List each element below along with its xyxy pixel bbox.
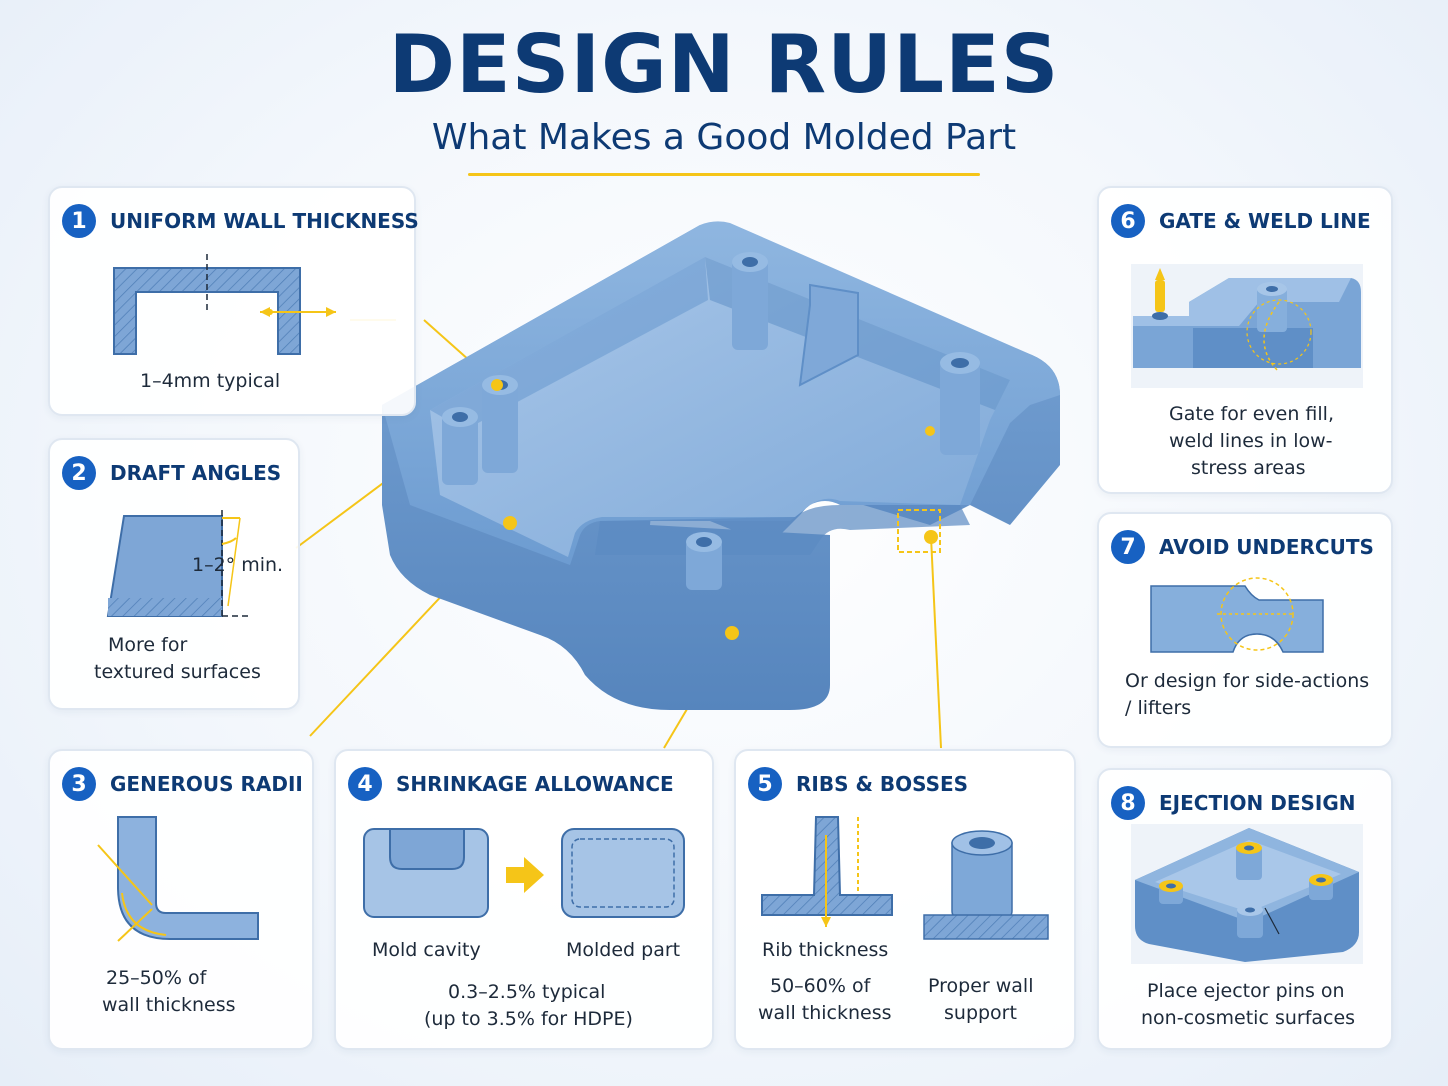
undercut-icon [1150,577,1324,653]
card-title: RIBS & BOSSES [796,772,969,796]
card-ribs-bosses: 5 RIBS & BOSSES Rib thickness 50–60% of w… [734,749,1076,1050]
card-caption-line2: textured surfaces [94,661,261,683]
card-caption-line2: / lifters [1125,697,1192,719]
card-number: 1 [62,204,96,238]
card-caption-line1: 0.3–2.5% typical [448,981,606,1003]
molded-part-illustration [382,221,1060,710]
ejector-pin-icon [1131,824,1363,964]
card-number: 3 [62,767,96,801]
title-underline [468,173,980,176]
card-number: 8 [1111,786,1145,820]
card-title: AVOID UNDERCUTS [1159,535,1374,559]
shrinkage-comparison-icon [363,828,685,918]
draft-angle-icon [106,510,252,617]
rib-section-icon [761,816,893,927]
card-title: GATE & WELD LINE [1159,209,1371,233]
card-ejection-design: 8 EJECTION DESIGN Place ejector pins on n… [1097,768,1393,1050]
card-caption-line2: (up to 3.5% for HDPE) [424,1008,633,1030]
card-caption-line1: 25–50% of [106,967,207,989]
card-caption: 1–4mm typical [140,370,281,392]
card-shrinkage-allowance: 4 SHRINKAGE ALLOWANCE Mold cavity Molded … [334,749,714,1050]
mold-cavity-label: Mold cavity [372,939,481,961]
card-caption-line1: Place ejector pins on [1147,980,1345,1002]
molded-part-label: Molded part [566,939,681,961]
card-title: EJECTION DESIGN [1159,791,1356,815]
card-uniform-wall-thickness: 1 UNIFORM WALL THICKNESS 1–4mm typical [48,186,419,416]
card-number: 2 [62,456,96,490]
rib-thickness-label: Rib thickness [762,939,889,961]
boss-caption-line1: Proper wall [928,975,1034,997]
card-title: UNIFORM WALL THICKNESS [110,209,419,233]
card-draft-angles: 2 DRAFT ANGLES 1–2° min. More for texture… [48,438,300,710]
card-caption-line1: More for [108,634,188,656]
card-number: 4 [348,767,382,801]
card-caption-line3: stress areas [1191,457,1306,479]
card-caption-line2: non-cosmetic surfaces [1141,1007,1356,1029]
page-title: DESIGN RULES [388,18,1060,111]
wall-section-icon [113,254,336,355]
card-number: 6 [1111,204,1145,238]
card-number: 7 [1111,530,1145,564]
card-caption-line2: weld lines in low- [1169,430,1333,452]
radius-corner-icon [97,816,259,942]
card-title: DRAFT ANGLES [110,461,282,485]
page-subtitle: What Makes a Good Molded Part [431,117,1017,158]
rib-caption-line1: 50–60% of [770,975,871,997]
card-caption-line1: Or design for side-actions [1125,670,1370,692]
card-avoid-undercuts: 7 AVOID UNDERCUTS Or design for side-acti… [1097,512,1393,748]
draft-angle-note: 1–2° min. [192,554,284,576]
card-number: 5 [748,767,782,801]
card-caption-line2: wall thickness [102,994,236,1016]
rib-caption-line2: wall thickness [758,1002,892,1024]
card-title: SHRINKAGE ALLOWANCE [396,772,674,796]
card-caption-line1: Gate for even fill, [1169,403,1334,425]
card-title: GENEROUS RADII [110,772,303,796]
card-gate-weld-line: 6 GATE & WELD LINE Gate for even fill, we… [1097,186,1393,494]
boss-icon [923,830,1049,940]
card-generous-radii: 3 GENEROUS RADII 25–50% of wall thickness [48,749,314,1050]
gate-weld-icon [1131,264,1363,388]
boss-caption-line2: support [944,1002,1017,1024]
